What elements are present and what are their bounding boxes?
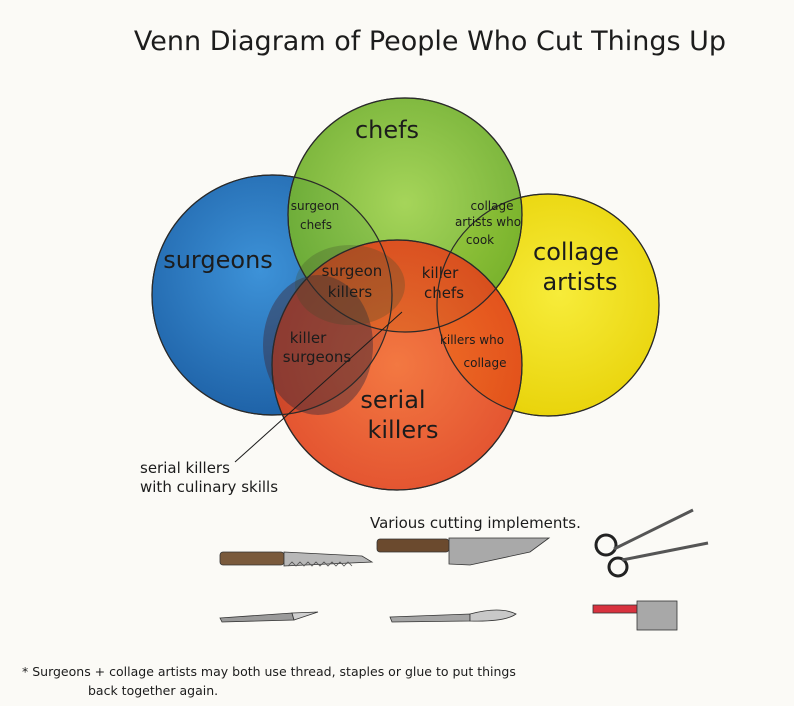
- implements-label: Various cutting implements.: [370, 514, 581, 532]
- serrated-knife-icon: [219, 551, 374, 567]
- overlap-killer-surgeons-2: surgeons: [283, 348, 352, 366]
- footnote-line-1: * Surgeons + collage artists may both us…: [22, 664, 516, 679]
- callout-line-2: with culinary skills: [140, 478, 278, 496]
- callout-line-1: serial killers: [140, 459, 230, 477]
- overlap-surgeon-chefs-1: surgeon: [291, 199, 340, 213]
- overlap-surgeon-chefs-2: chefs: [300, 218, 332, 232]
- butter-knife-icon: [389, 609, 517, 623]
- overlap-surgeon-killers-1: surgeon: [322, 262, 383, 280]
- label-serial-1: serial: [360, 386, 425, 414]
- label-serial-2: killers: [367, 416, 438, 444]
- overlap-killer-surgeons-1: killer: [290, 329, 327, 347]
- callout-pointer: [234, 311, 403, 463]
- overlap-collage-cook-2: artists who: [455, 215, 521, 229]
- label-collage-1: collage: [533, 238, 619, 266]
- overlap-collage-cook-3: cook: [466, 233, 494, 247]
- overlap-surgeon-killers-2: killers: [328, 283, 373, 301]
- overlap-collage-cook-1: collage: [471, 199, 514, 213]
- label-chefs: chefs: [355, 116, 419, 144]
- overlap-killers-collage-1: killers who: [440, 333, 504, 347]
- overlap-killers-collage-2: collage: [464, 356, 507, 370]
- label-surgeons: surgeons: [163, 246, 273, 274]
- label-collage-2: artists: [542, 268, 617, 296]
- diagram-title: Venn Diagram of People Who Cut Things Up: [134, 26, 726, 57]
- scissors-icon: [594, 508, 709, 578]
- cleaver-icon: [592, 600, 678, 631]
- overlap-shade: [263, 275, 373, 415]
- venn-circles: [151, 97, 660, 491]
- footnote-line-2: back together again.: [88, 683, 218, 698]
- chef-knife-icon: [376, 537, 551, 566]
- scalpel-icon: [219, 611, 319, 623]
- overlap-killer-chefs-1: killer: [422, 264, 459, 282]
- overlap-killer-chefs-2: chefs: [424, 284, 464, 302]
